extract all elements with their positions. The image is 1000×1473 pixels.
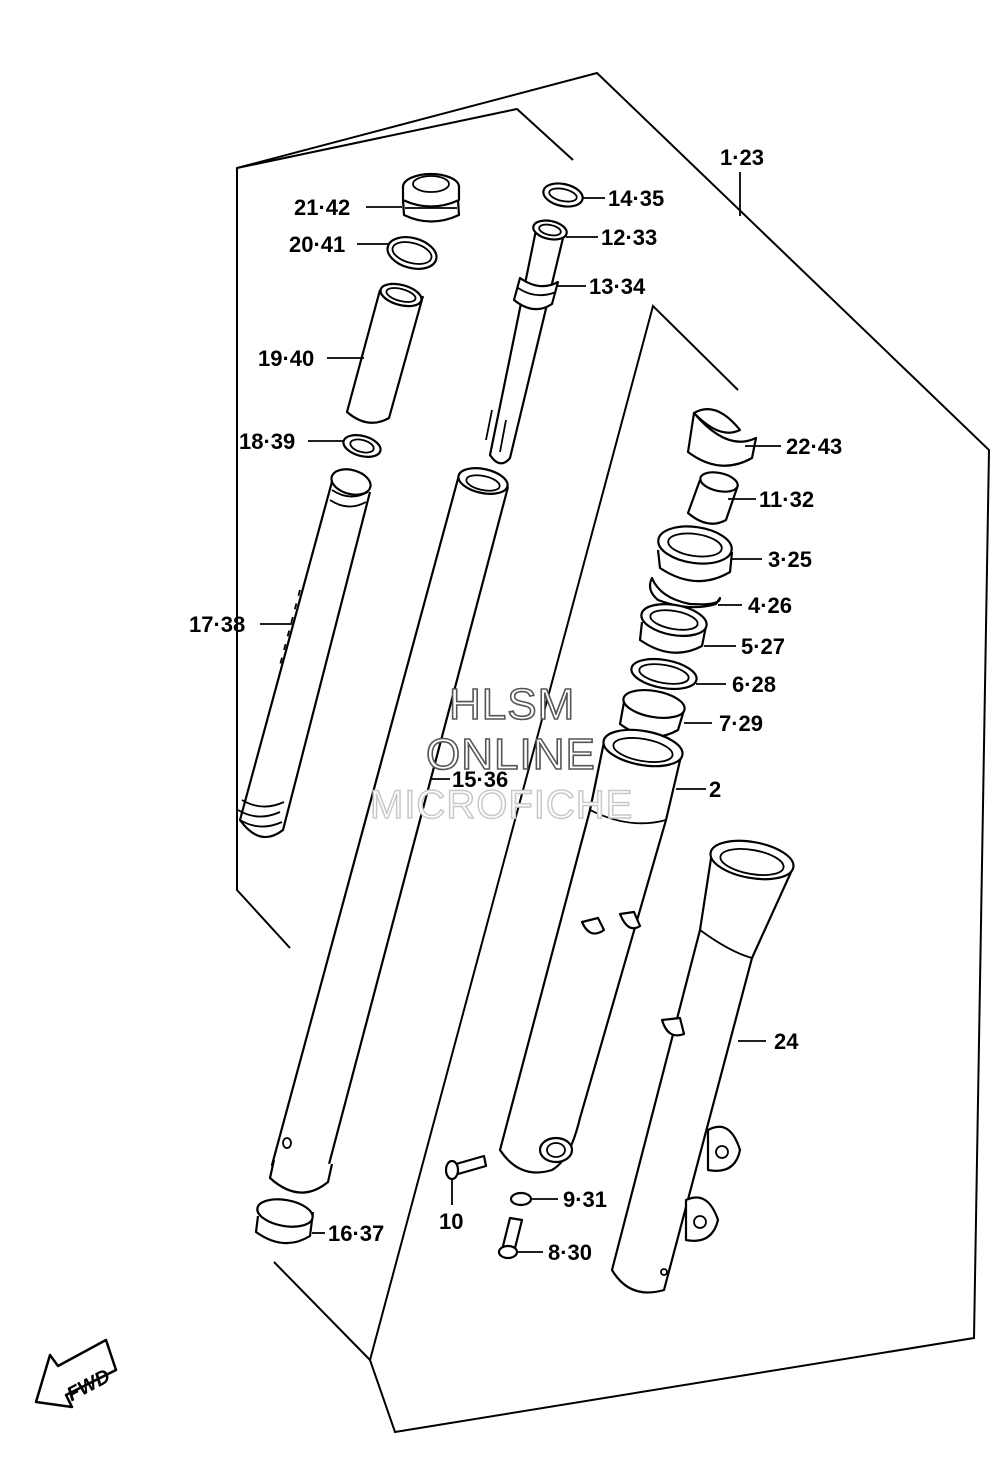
label-outer-tube-left: 2 [709,777,721,802]
svg-text:HLSM: HLSM [449,680,575,729]
middle-frame [236,107,574,949]
o-ring-part [386,236,438,270]
inner-frame [273,304,739,1362]
label-spring: 17·38 [189,612,245,637]
label-oil-bolt: 21·42 [294,195,350,220]
outer-tube-right-part [610,839,795,1294]
stopper-ring-part [648,576,722,609]
gasket-part [509,1191,533,1207]
label-o-ring: 20·41 [289,232,345,257]
seal-ring-part [542,182,584,208]
label-retainer: 6·28 [732,672,776,697]
oil-seal-part [638,603,708,654]
label-gasket: 9·31 [563,1187,607,1212]
spring-part [237,468,372,839]
cap-bolt-part [401,172,461,223]
label-drain-bolt: 8·30 [548,1240,592,1265]
fwd-arrow-icon: FWD [34,1338,118,1409]
drain-bolt-part [497,1216,524,1260]
outer-tube-left-part [498,728,684,1174]
slide-bushing-part [686,471,740,525]
label-oil-lock: 22·43 [786,434,842,459]
label-assembly: 1·23 [720,145,764,170]
label-seal-ring: 14·35 [608,186,664,211]
leader-lines [260,172,781,1253]
guide-bushing-part [254,1198,315,1245]
oil-lock-part [686,408,758,467]
outer-frame [236,71,991,1434]
retainer-part [630,657,698,691]
svg-text:ONLINE: ONLINE [426,730,596,779]
bolt-10-part [444,1154,488,1181]
label-outer-tube-right: 24 [774,1029,799,1054]
washer-part [342,434,382,458]
part-labels: 1·23 21·42 20·41 19·40 18·39 17·38 15·36… [189,145,842,1265]
label-piston-ring: 12·33 [601,225,657,250]
label-stopper-ring: 4·26 [748,593,792,618]
watermark: HLSM ONLINE MICROFICHE [369,679,633,828]
label-cylinder: 13·34 [589,274,646,299]
damper-rod-part [485,219,568,465]
label-slide-bushing: 11·32 [759,487,814,512]
label-washer: 18·39 [239,429,295,454]
label-oil-seal: 5·27 [741,634,785,659]
label-dust-seal: 3·25 [768,547,812,572]
label-inner-tube: 15·36 [452,767,508,792]
label-guide-bushing: 16·37 [328,1221,384,1246]
label-bolt-10: 10 [439,1209,463,1234]
inner-tube-part [268,467,510,1194]
label-outer-bushing: 7·29 [719,711,763,736]
spacer-part [345,282,425,424]
label-spacer: 19·40 [258,346,314,371]
dust-seal-part [656,525,734,583]
svg-text:MICROFICHE: MICROFICHE [370,783,633,827]
outer-bushing-part [618,689,686,738]
